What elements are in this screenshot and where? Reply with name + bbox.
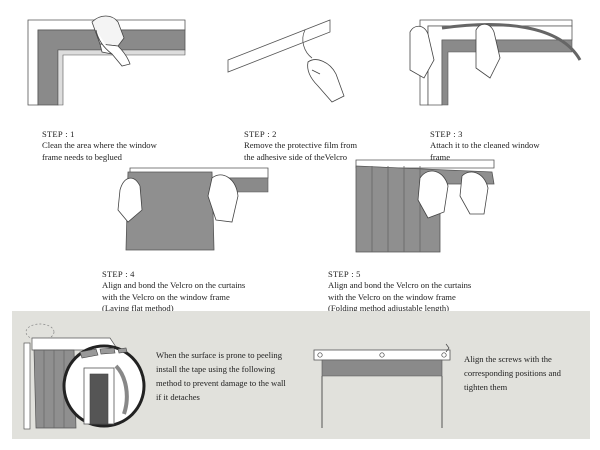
step-4-title: STEP : 4 — [102, 268, 135, 279]
curtain-flat — [125, 167, 269, 251]
hands-bonding-icon — [117, 174, 239, 223]
window-frame-corner — [27, 19, 186, 106]
step-3-title: STEP : 3 — [430, 128, 463, 139]
step-1-description: Clean the area where the window frame ne… — [42, 140, 157, 162]
curtain-corner-scene — [23, 323, 119, 430]
step-5-title: STEP : 5 — [328, 268, 361, 279]
hands-folding-icon — [417, 170, 489, 219]
peeling-tip-text: When the surface is prone to peeling ins… — [156, 350, 286, 402]
step-2-title: STEP : 2 — [244, 128, 277, 139]
step-2-description: Remove the protective film from the adhe… — [244, 140, 358, 162]
screws-tip-text: Align the screws with the corresponding … — [464, 354, 561, 392]
step-1-title: STEP : 1 — [42, 128, 75, 139]
magnifier-detail-icon — [62, 344, 146, 428]
curtain-rail-box — [313, 349, 451, 428]
hand-peeling-film-icon — [307, 59, 345, 103]
step-4-description: Align and bond the Velcro on the curtain… — [102, 280, 246, 313]
window-frame-with-tape — [419, 19, 582, 106]
tape-pieces-icon — [79, 347, 128, 359]
hands-pressing-icon — [409, 23, 501, 79]
velcro-strip — [227, 19, 331, 73]
step-3-description: Attach it to the cleaned window frame — [430, 140, 540, 162]
screw-icon — [317, 343, 450, 358]
step-5-description: Align and bond the Velcro on the curtain… — [328, 280, 472, 313]
hand-with-cloth-icon — [91, 15, 131, 67]
